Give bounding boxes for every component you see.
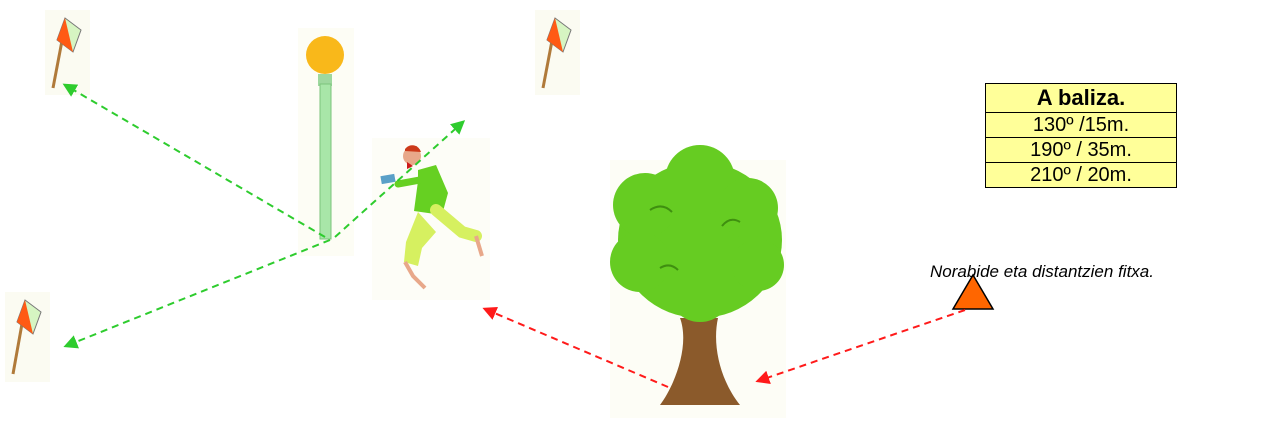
bearing-row: 190º / 35m. bbox=[986, 138, 1177, 163]
lamp-post-icon bbox=[298, 28, 354, 256]
tree-icon bbox=[610, 145, 786, 418]
control-flag-icon bbox=[45, 10, 90, 95]
bearing-card-header: A baliza. bbox=[986, 84, 1177, 113]
control-flag-icon bbox=[5, 292, 50, 382]
route-leg-to-flag-bottom-left bbox=[66, 240, 330, 346]
control-flag-icon bbox=[535, 10, 580, 95]
runner-icon bbox=[372, 138, 490, 300]
route-leg-to-flag-top-left bbox=[65, 85, 325, 237]
bearing-row: 130º /15m. bbox=[986, 113, 1177, 138]
bearing-card: A baliza. 130º /15m. 190º / 35m. 210º / … bbox=[985, 83, 1177, 188]
bearing-row: 210º / 20m. bbox=[986, 163, 1177, 188]
route-leg-start-to-tree bbox=[758, 310, 965, 381]
card-caption: Norabide eta distantzien fitxa. bbox=[930, 262, 1154, 282]
